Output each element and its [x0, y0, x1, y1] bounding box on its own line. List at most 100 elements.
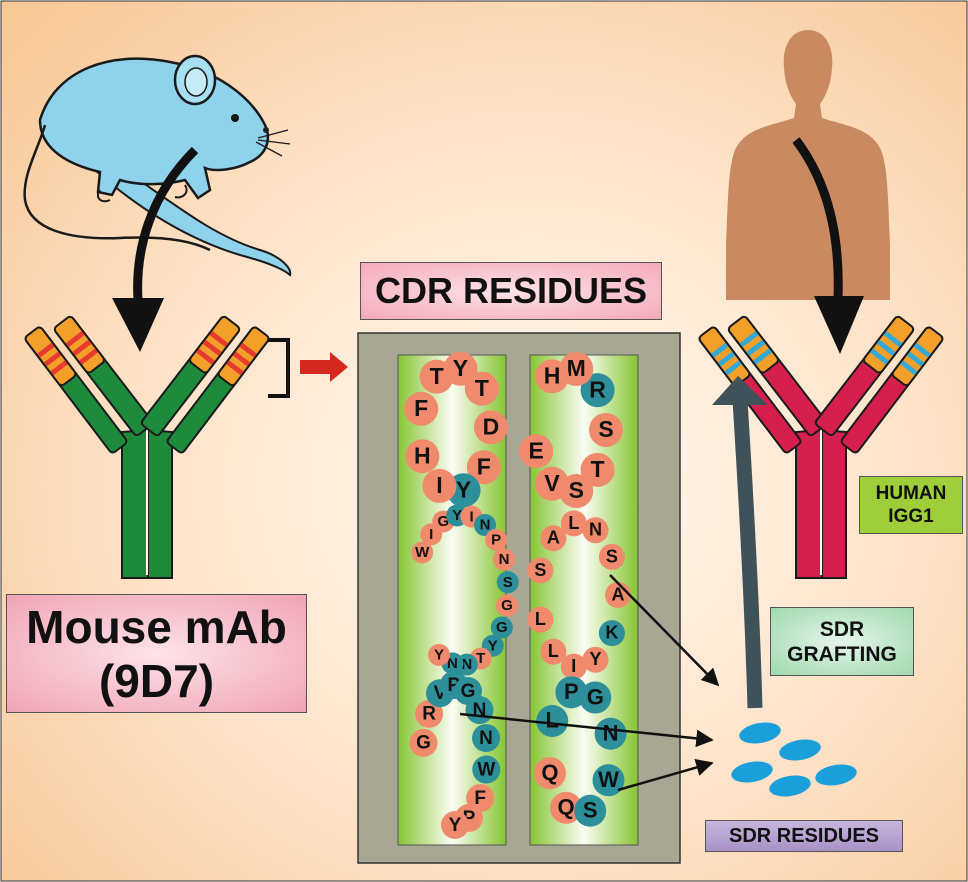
sdr-arrow-1 — [609, 574, 720, 687]
residue-loop5-6: A — [605, 582, 631, 608]
residue-loop3-1: G — [409, 728, 438, 757]
residue-loop3-6: N — [465, 696, 494, 725]
residue-loop1-1: F — [404, 391, 439, 426]
antibody-stem-left — [121, 428, 149, 579]
residue-letter: Y — [434, 647, 444, 664]
residue-letter: Y — [449, 815, 462, 836]
residue-letter: G — [501, 597, 513, 614]
residue-loop6-5: N — [594, 717, 627, 750]
residue-letter: Y — [453, 355, 468, 381]
antibody-arm-2 — [727, 315, 828, 437]
residue-loop5-11: S — [527, 557, 554, 584]
residue-loop6-2: Q — [550, 791, 583, 824]
residue-letter: L — [568, 513, 579, 533]
residue-loop1-5: D — [473, 410, 508, 445]
antibody-arm-4 — [140, 315, 241, 437]
residue-letter: P — [564, 679, 579, 704]
residue-letter: S — [569, 477, 584, 503]
mouse-antibody — [24, 315, 270, 579]
residue-letter: F — [474, 788, 486, 809]
residue-loop2-10: G — [495, 594, 518, 617]
antibody-stem-left — [795, 428, 823, 579]
residue-loop5-8: N — [582, 517, 609, 544]
mouse-mab-label: Mouse mAb (9D7) — [6, 594, 307, 713]
residue-loop5-2: L — [540, 638, 567, 665]
residue-loop1-4: T — [464, 371, 499, 406]
residue-letter: H — [544, 362, 561, 388]
residue-loop6-4: W — [592, 764, 625, 797]
residue-letter: R — [589, 376, 606, 402]
residue-letter: W — [477, 759, 495, 780]
antibody-arm-2 — [53, 315, 154, 437]
residue-loop2-9: S — [496, 571, 519, 594]
residue-letter: L — [546, 708, 559, 733]
residue-loop2-16: Y — [428, 643, 450, 666]
residue-letter: N — [447, 655, 458, 672]
residue-letter: S — [534, 560, 546, 580]
residue-loop2-11: G — [490, 616, 513, 639]
residue-loop3-11: Y — [441, 811, 469, 839]
residue-loop1-6: F — [466, 450, 501, 485]
sdr-grafting-line2: GRAFTING — [787, 642, 897, 666]
human-igg1-line2: IGG1 — [888, 506, 934, 527]
residue-loop5-5: K — [598, 620, 625, 647]
residue-letter: A — [547, 528, 560, 548]
residue-letter: K — [605, 623, 618, 643]
residue-letter: N — [499, 551, 510, 568]
residue-letter: Y — [590, 649, 602, 669]
residue-loop5-4: Y — [582, 646, 609, 673]
residue-loop6-3: S — [574, 794, 607, 827]
mouse-mab-line1: Mouse mAb — [26, 600, 287, 653]
residue-letter: F — [414, 395, 428, 421]
residue-loop2-8: N — [493, 548, 516, 571]
grafting-arrow-head — [712, 376, 768, 405]
grafting-arrow — [732, 399, 763, 709]
residue-letter: A — [612, 584, 625, 604]
residue-letter: N — [589, 520, 602, 540]
residue-letter: Y — [488, 637, 498, 654]
residue-letter: T — [430, 363, 444, 389]
residue-letter: H — [414, 442, 431, 468]
sdr-arrow-2 — [459, 712, 714, 748]
antibody-stem-right — [821, 428, 847, 579]
sdr-residues-label: SDR RESIDUES — [705, 820, 903, 852]
residue-letter: I — [469, 508, 473, 525]
residue-letter: E — [528, 437, 543, 463]
residue-loop4-4: T — [580, 452, 615, 487]
residue-letter: F — [477, 453, 491, 479]
residue-letter: P — [491, 531, 501, 548]
residue-letter: G — [461, 681, 476, 702]
sdr-blobs — [731, 722, 857, 797]
residue-letter: G — [496, 619, 508, 636]
sdr-grafting-line1: SDR — [819, 617, 865, 641]
residue-letter: G — [587, 684, 604, 709]
residue-letter: L — [535, 609, 546, 629]
human-antibody — [698, 315, 944, 579]
residue-loop6-8: L — [536, 705, 569, 737]
residue-letter: Y — [456, 476, 471, 502]
mouse-illustration — [23, 54, 292, 277]
residue-letter: M — [567, 355, 586, 381]
residue-loop2-7: P — [485, 528, 508, 551]
residue-letter: T — [591, 456, 605, 482]
residue-letter: I — [436, 472, 442, 498]
residue-loop5-7: S — [598, 543, 625, 570]
mouse-to-antibody-arrow — [133, 146, 199, 301]
residue-letter: Q — [541, 760, 558, 785]
residue-loop5-1: L — [527, 606, 554, 633]
residue-letter: I — [571, 656, 576, 676]
mouse-mab-line2: (9D7) — [98, 654, 215, 707]
residue-loop1-3: Y — [443, 351, 478, 386]
residue-letter: G — [437, 513, 449, 530]
residue-letter: N — [461, 656, 472, 673]
residue-loop1-9: H — [405, 439, 440, 474]
human-igg1-line1: HUMAN — [875, 483, 947, 504]
residue-letter: I — [429, 526, 433, 543]
residue-letter: D — [483, 413, 500, 439]
human-arrow-head — [814, 296, 864, 354]
residue-letter: T — [475, 375, 489, 401]
residue-letter: N — [480, 517, 491, 534]
human-to-antibody-arrow — [792, 137, 843, 299]
